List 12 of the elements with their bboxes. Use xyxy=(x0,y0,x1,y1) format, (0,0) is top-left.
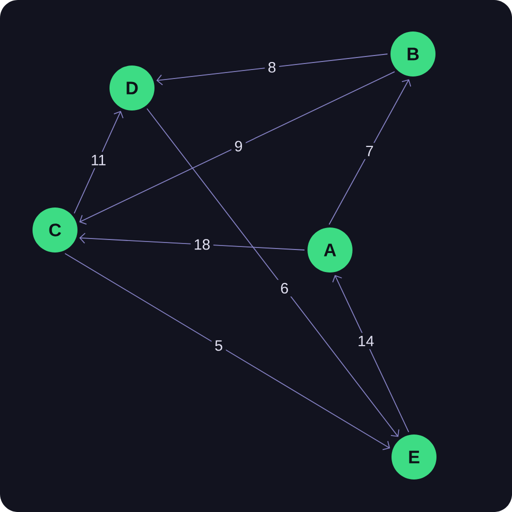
arrow xyxy=(328,79,412,225)
arrow xyxy=(146,108,400,437)
edge-label: 14 xyxy=(354,332,378,350)
edge-label: 5 xyxy=(212,337,226,354)
arrow xyxy=(79,71,396,225)
edge-label: 11 xyxy=(88,152,110,168)
edge-label: 18 xyxy=(190,236,214,253)
arrow xyxy=(74,110,124,214)
arrow xyxy=(332,275,410,433)
arrow xyxy=(79,232,305,250)
arrow xyxy=(64,253,390,450)
arrow xyxy=(156,54,388,86)
